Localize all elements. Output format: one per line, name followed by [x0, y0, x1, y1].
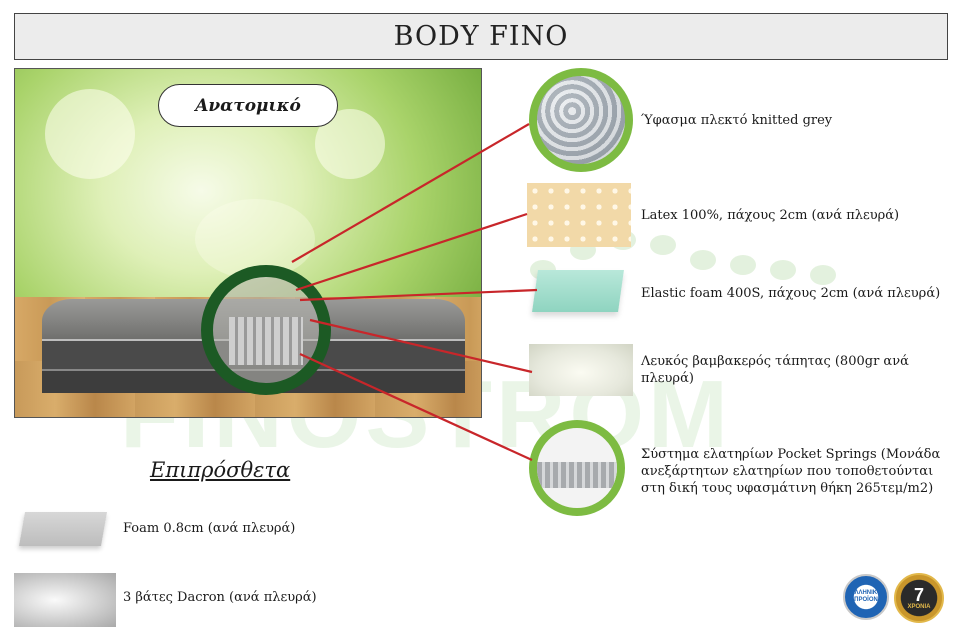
page-title-bar: BODY FINO — [14, 13, 948, 60]
layer-text-knitted: Ύφασμα πλεκτό knitted grey — [641, 113, 833, 128]
extra-text-dacron: 3 βάτες Dacron (ανά πλευρά) — [123, 590, 317, 605]
knitted-fabric-icon — [529, 68, 633, 172]
layer-text-foam: Elastic foam 400S, πάχους 2cm (ανά πλευρ… — [641, 286, 941, 301]
extra-text-foam: Foam 0.8cm (ανά πλευρά) — [123, 521, 296, 536]
extras-title: Επιπρόσθετα — [150, 458, 291, 482]
cotton-pad-icon — [529, 344, 633, 396]
cutaway-springs — [229, 317, 303, 365]
elastic-foam-icon — [532, 270, 624, 312]
dacron-icon — [14, 573, 116, 627]
page-title: BODY FINO — [393, 21, 569, 52]
greek-product-text: ΕΛΛΗΝΙΚΟ ΠΡΟΪΟΝ — [850, 590, 882, 603]
layer-text-pad: Λευκός βαμβακερός τάπητας (800gr ανά πλε… — [641, 354, 909, 386]
layer-text-latex: Latex 100%, πάχους 2cm (ανά πλευρά) — [641, 208, 900, 223]
warranty-label: ΧΡΟΝΙΑ — [907, 604, 931, 610]
latex-icon — [527, 183, 631, 247]
layer-text-springs: Σύστημα ελατηρίων Pocket Springs (Μονάδα… — [641, 447, 941, 496]
anatomic-badge: Ανατομικό — [158, 84, 338, 127]
anatomic-badge-label: Ανατομικό — [195, 95, 301, 116]
mattress-cutaway-ring — [201, 265, 331, 395]
warranty-badge: 7 ΧΡΟΝΙΑ — [894, 573, 944, 623]
greek-product-badge: ΕΛΛΗΝΙΚΟ ΠΡΟΪΟΝ — [843, 574, 889, 620]
foam-icon — [19, 512, 107, 546]
pocket-springs-icon — [529, 420, 625, 516]
warranty-number: 7 — [913, 585, 924, 605]
